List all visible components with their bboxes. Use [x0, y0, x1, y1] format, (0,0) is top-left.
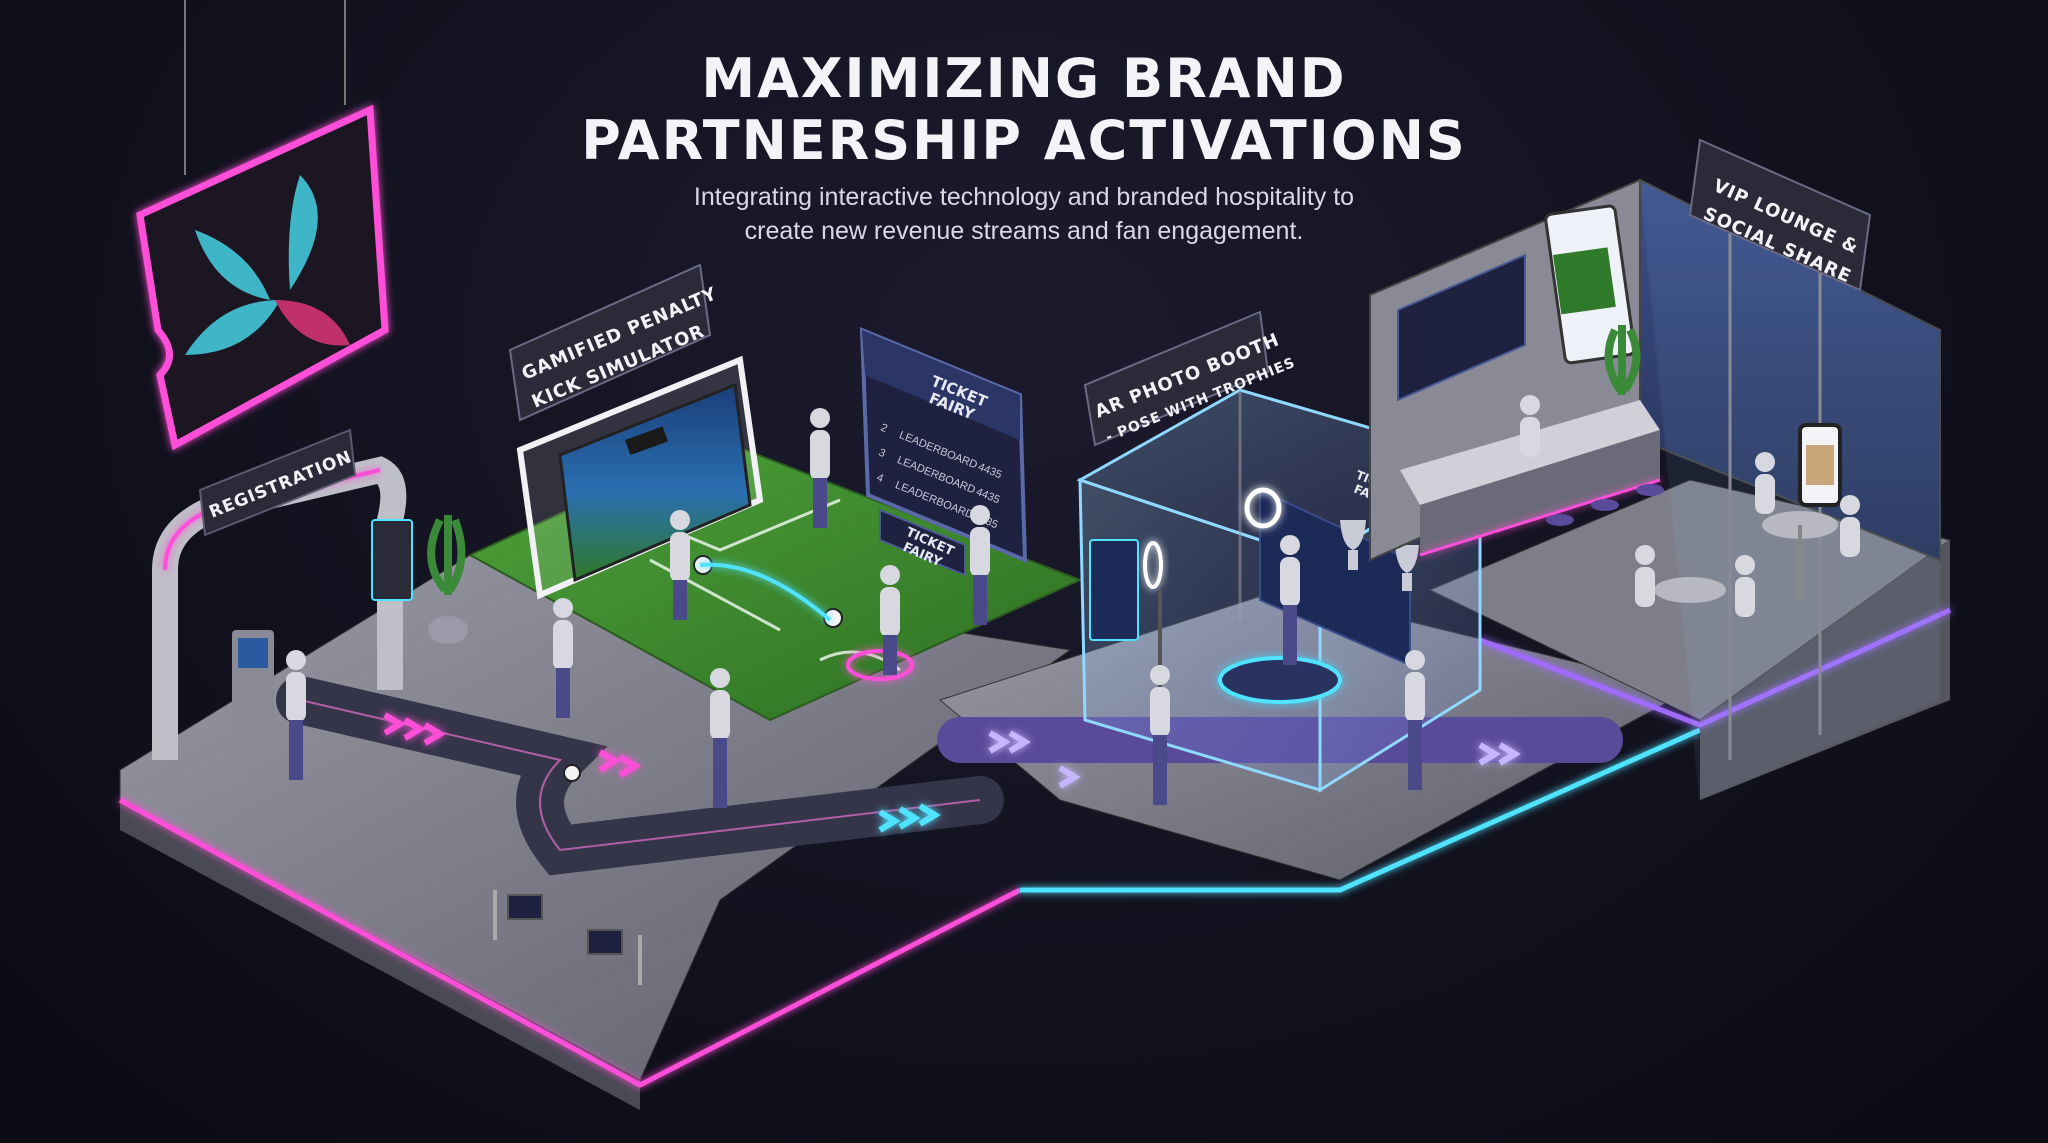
registration-kiosk	[232, 519, 413, 730]
bar-stools	[1546, 484, 1664, 526]
neon-trim-vip-purple	[1479, 607, 1952, 728]
person-figure	[880, 565, 900, 675]
person-figure	[710, 668, 730, 808]
potted-plant-icon	[1604, 325, 1641, 395]
svg-text:3: 3	[877, 447, 887, 460]
kick-spot-ring	[846, 649, 914, 681]
lounge-table	[1654, 511, 1838, 603]
person-figure	[286, 650, 306, 780]
social-feed-screen	[1544, 204, 1636, 365]
trophy-kiosk-screen	[1089, 539, 1139, 641]
left-platform-side	[120, 800, 640, 1110]
title-line-1: MAXIMIZING BRAND	[701, 47, 1347, 110]
svg-text:2: 2	[879, 422, 889, 435]
ball-trajectory	[699, 562, 832, 622]
smartphone-icon	[1798, 423, 1842, 507]
potted-plant-icon	[427, 515, 468, 644]
people-figures	[286, 395, 1860, 808]
person-figure	[1405, 650, 1425, 790]
vip-wall-screen	[1397, 253, 1526, 402]
booth-pedestal	[1218, 656, 1342, 704]
person-figure	[1840, 495, 1860, 557]
walkway-path-left-edge	[299, 699, 981, 852]
person-figure	[670, 510, 690, 620]
chevron-arrows-icon	[383, 712, 1521, 833]
subtitle-line-2: create new revenue streams and fan engag…	[744, 217, 1304, 245]
svg-text:4: 4	[875, 472, 885, 485]
title-line-2: PARTNERSHIP ACTIVATIONS	[581, 109, 1467, 172]
person-figure	[553, 598, 573, 718]
goalkeeper-screen	[558, 382, 752, 583]
person-figure	[1635, 545, 1655, 607]
ticket-fairy-logo-icon	[185, 175, 350, 355]
person-figure	[810, 408, 830, 528]
neon-trim-left-pink	[118, 797, 1022, 1088]
person-figure	[1735, 555, 1755, 617]
person-figure	[1280, 535, 1300, 665]
stanchions	[493, 890, 642, 985]
page-title: MAXIMIZING BRAND PARTNERSHIP ACTIVATIONS	[0, 48, 2048, 172]
page-subtitle: Integrating interactive technology and b…	[0, 180, 2048, 248]
registration-sign: REGISTRATION	[198, 428, 357, 537]
neon-trim-middle-cyan	[1020, 727, 1702, 893]
person-figure	[1520, 395, 1540, 457]
person-figure	[970, 505, 990, 625]
subtitle-line-1: Integrating interactive technology and b…	[693, 183, 1355, 211]
person-figure	[1150, 665, 1170, 805]
person-figure	[1755, 452, 1775, 514]
logo-sign	[136, 104, 389, 451]
photo-booth-sign: AR PHOTO BOOTH - POSE WITH TROPHIES	[1083, 310, 1298, 447]
